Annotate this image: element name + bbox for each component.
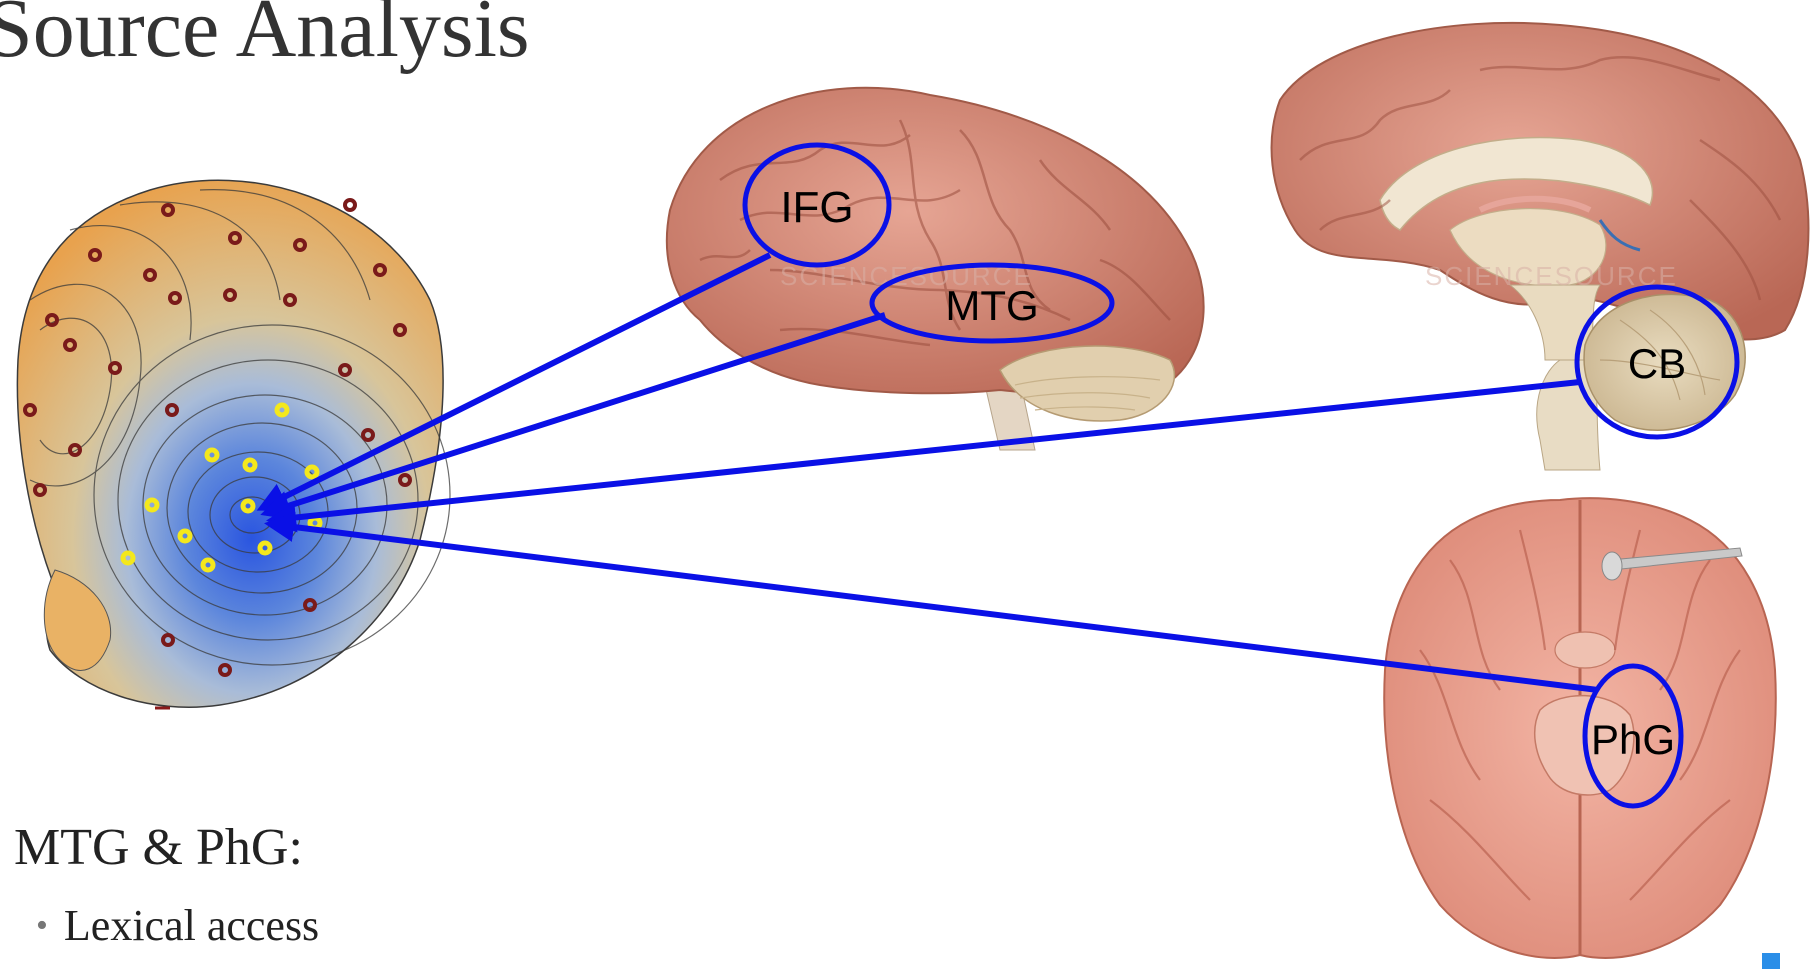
region-mtg-label: MTG (945, 282, 1038, 329)
medial-brain-image: SCIENCESOURCE (1272, 23, 1809, 470)
region-cb-label: CB (1628, 340, 1686, 387)
bullet-dot: • (36, 907, 48, 944)
bullet-item: • Lexical access (36, 900, 319, 951)
region-ifg-label: IFG (780, 183, 853, 232)
ventral-brain-image (1384, 498, 1776, 958)
corner-badge[interactable] (1762, 953, 1780, 969)
region-phg-label: PhG (1591, 716, 1675, 763)
bullet-text: Lexical access (64, 901, 319, 950)
slide-heading: MTG & PhG: (14, 818, 303, 877)
